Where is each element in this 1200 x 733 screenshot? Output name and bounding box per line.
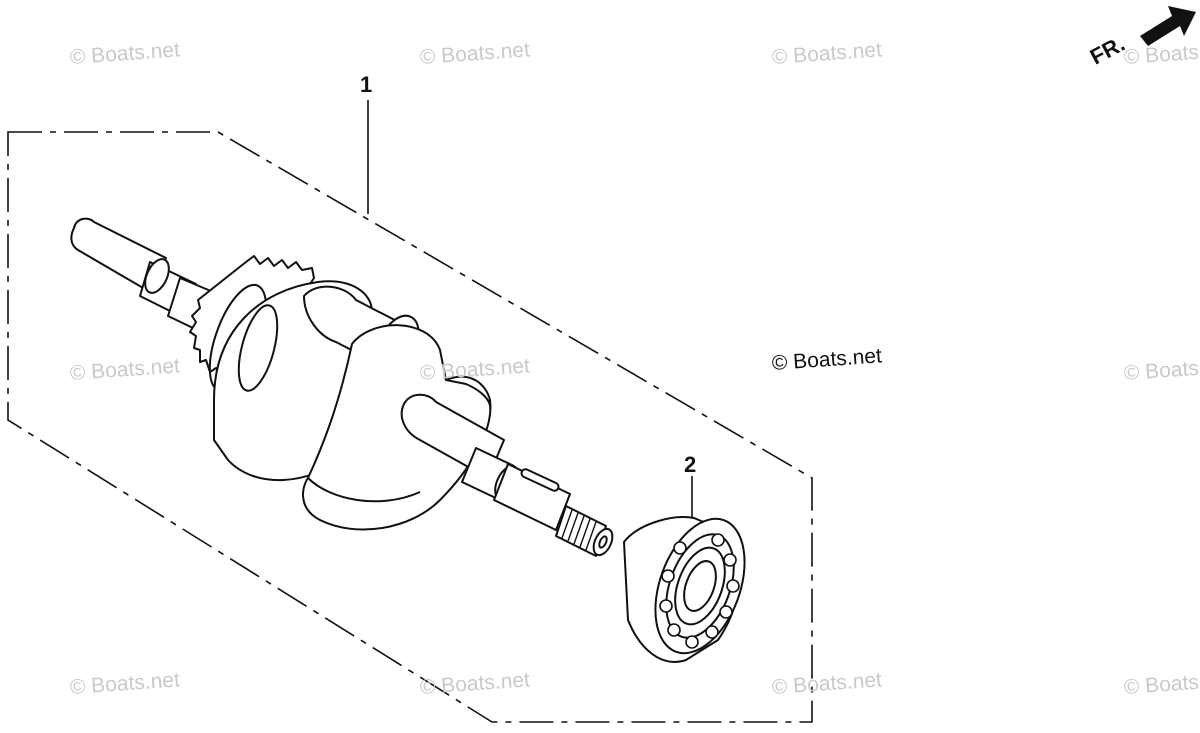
bearing-balls [659,533,740,649]
callout-part-1: 1 [360,72,373,97]
assembly-outline [7,131,813,723]
front-direction: FR. [1085,20,1198,80]
callout-part-2: 2 [684,452,697,477]
ball-bearing-icon [622,516,746,663]
front-arrow-icon [1140,6,1196,46]
front-direction-label: FR. [1085,30,1129,70]
crankshaft-icon [70,217,614,557]
